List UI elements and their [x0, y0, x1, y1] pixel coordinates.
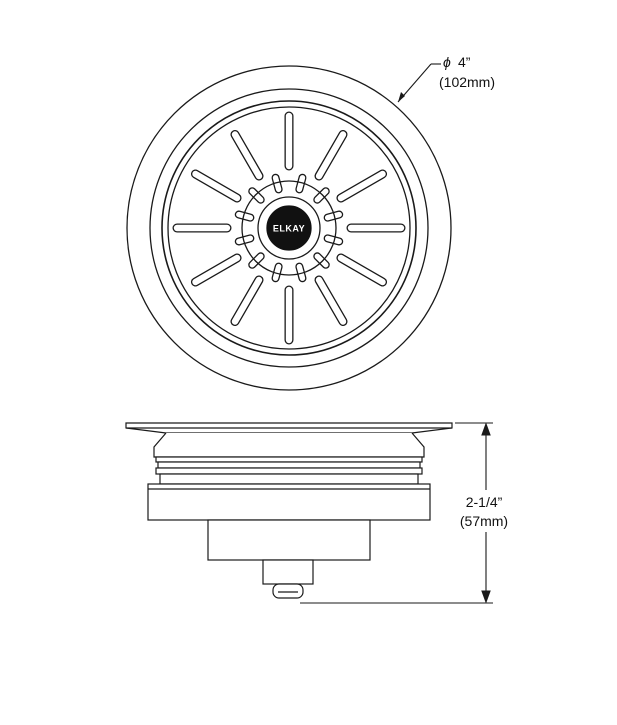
side-view: [125, 422, 453, 599]
basket-inner-ring: [167, 106, 411, 350]
top-view: ELKAY: [126, 65, 452, 391]
body-ring-3: [155, 467, 423, 475]
drain-slot-fill: [296, 263, 306, 281]
body-ring-1: [155, 456, 423, 463]
diameter-callout: ϕ 4” (102mm): [397, 54, 495, 103]
drain-slot-fill: [314, 253, 329, 268]
basket-body: [147, 483, 431, 521]
drain-slot-fill: [231, 276, 263, 325]
drain-slots: [172, 111, 406, 345]
drain-slot-fill: [337, 254, 386, 286]
inner-flange-ring: [149, 88, 429, 368]
hub-outer: [257, 196, 321, 260]
body-lower: [159, 473, 419, 485]
stem-tip: [272, 583, 304, 599]
drain-slot-fill: [314, 188, 329, 203]
drain-slot-fill: [249, 253, 264, 268]
body-taper: [153, 432, 425, 458]
drain-slot-fill: [249, 188, 264, 203]
height-value: 2-1/4”: [466, 494, 503, 510]
stem: [262, 559, 314, 585]
drain-slot-fill: [324, 211, 342, 221]
diameter-metric: (102mm): [439, 74, 495, 90]
drain-slot-fill: [324, 235, 342, 245]
drain-slot-fill: [192, 170, 241, 202]
drain-slot-fill: [272, 175, 282, 193]
drain-slot-fill: [296, 175, 306, 193]
drain-slot-fill: [231, 131, 263, 180]
dim-arrow-bottom: [481, 590, 491, 604]
hub-ring: [241, 180, 337, 276]
lower-body: [207, 519, 371, 561]
drain-slot-fill: [236, 235, 254, 245]
dim-text-bg: [448, 490, 518, 532]
body-ring-2: [157, 461, 421, 469]
logo-text: ELKAY: [273, 224, 305, 234]
diameter-value: 4”: [458, 54, 471, 70]
logo-disc: [266, 205, 312, 251]
diameter-leader-arrow: [398, 92, 405, 102]
drain-slot-fill: [337, 170, 386, 202]
diameter-symbol: ϕ: [443, 54, 451, 70]
basket-rim-ring: [161, 100, 417, 356]
dim-arrow-top: [481, 422, 491, 436]
drain-slot-fill: [192, 254, 241, 286]
drain-slot-fill: [315, 131, 347, 180]
drain-slot-fill: [315, 276, 347, 325]
outer-flange-ring: [126, 65, 452, 391]
drain-slot-fill: [236, 211, 254, 221]
height-metric: (57mm): [460, 513, 508, 529]
drain-slot-fill: [272, 263, 282, 281]
